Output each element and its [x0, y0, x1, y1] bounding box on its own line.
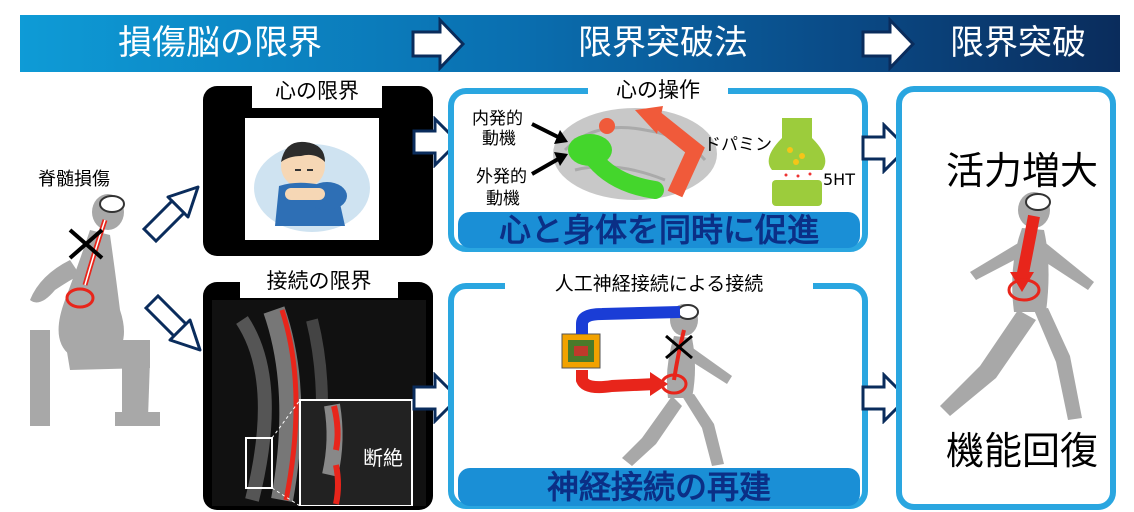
mri-spine-image: [212, 300, 426, 506]
mind-operation-banner: 心と身体を同時に促進: [458, 212, 860, 248]
header-band: [20, 15, 1120, 72]
intrinsic-label-2: 動機: [482, 129, 516, 149]
arrow-neural-to-result-icon: [861, 372, 910, 424]
arrow-operation-to-result-icon: [861, 122, 910, 174]
arrow-mind-to-operation-icon: [412, 116, 461, 168]
cut-label: 断絶: [363, 442, 403, 471]
synapse-icon: [768, 118, 826, 206]
header-arrow-2-icon: [861, 17, 916, 71]
header-step3: 限界突破: [950, 23, 1086, 63]
arrow-to-mind-limit-icon: [141, 185, 200, 244]
sitting-person-figure: [30, 194, 160, 426]
mind-limit-tag: 心の限界: [252, 74, 382, 108]
result-box: [896, 86, 1116, 510]
connection-limit-tag: 接続の限界: [240, 264, 398, 298]
extrinsic-label-2: 動機: [486, 189, 520, 209]
intrinsic-label-1: 内発的: [472, 109, 523, 129]
dopamine-label: ドパミン: [704, 135, 772, 155]
extrinsic-label-1: 外発的: [476, 167, 527, 187]
header-arrow-1-icon: [411, 17, 466, 71]
neural-connection-banner: 神経接続の再建: [458, 468, 860, 506]
mind-operation-tag: 心の操作: [588, 74, 728, 106]
vitality-increase-label: 活力増大: [946, 149, 1099, 193]
serotonin-label: 5HT: [823, 170, 855, 189]
motivation-pointers-icon: [531, 122, 568, 176]
walking-person-figure: [940, 192, 1094, 420]
function-recovery-label: 機能回復: [946, 429, 1099, 473]
walking-person-with-device-illustration: [561, 304, 732, 466]
header-step1: 損傷脳の限界: [118, 23, 322, 63]
brain-illustration: [553, 106, 717, 200]
arrow-to-connection-limit-icon: [143, 293, 202, 352]
arrow-connection-to-neural-icon: [412, 372, 461, 424]
spinal-injury-label: 脊髄損傷: [38, 169, 110, 190]
neural-connection-tag: 人工神経接続による接続: [505, 268, 813, 300]
depressed-person-illustration: [245, 118, 379, 240]
header-step2: 限界突破法: [578, 23, 748, 63]
